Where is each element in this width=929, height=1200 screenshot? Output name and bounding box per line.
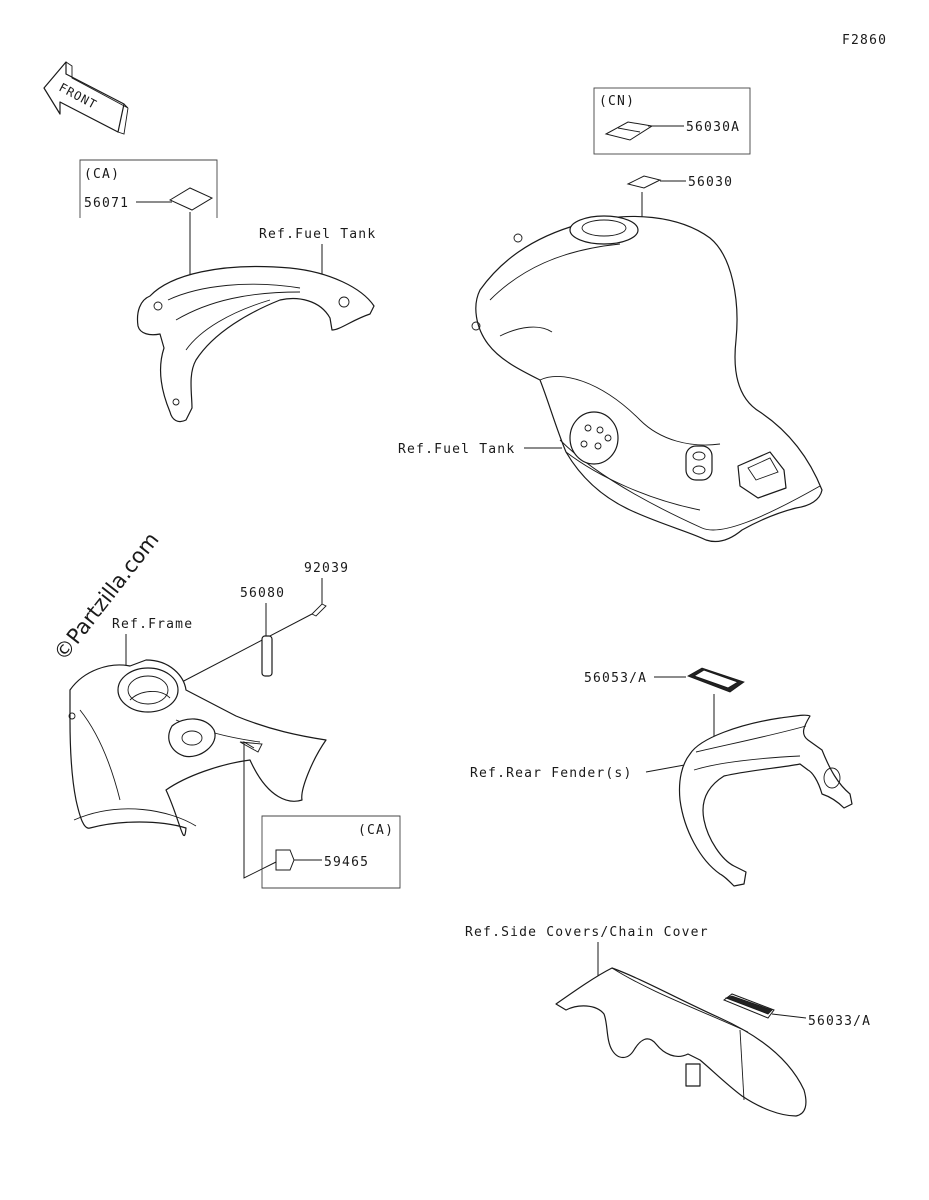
seat-cover-group: (CA) 56071 Ref.Fuel Tank: [79, 159, 376, 423]
frame-part-tag-number: 56080: [240, 586, 285, 601]
rear-fender-part-number: 56053/A: [584, 671, 647, 686]
seat-cover-callout-box: [79, 159, 218, 218]
decal-56071: [168, 187, 214, 211]
chain-cover-group: Ref.Side Covers/Chain Cover 56033/A: [465, 925, 871, 1117]
front-arrow-icon: FRONT: [43, 61, 129, 135]
frame-part-wire-number: 92039: [304, 561, 349, 576]
seat-cover-part-number: 56071: [84, 196, 129, 211]
chain-cover-part-number: 56033/A: [808, 1014, 871, 1029]
chain-cover-bracket: [685, 1063, 701, 1087]
fuel-tank-cn-part-number: 56030A: [686, 120, 740, 135]
rear-fender-group: 56053/A Ref.Rear Fender(s): [470, 667, 853, 887]
seat-cover-region-tag: (CA): [84, 167, 120, 182]
fuel-tank-part-number: 56030: [688, 175, 733, 190]
decal-59465: [275, 849, 295, 871]
fuel-tank-cn-callout-box: [593, 87, 751, 155]
fuel-tank-ref-label: Ref.Fuel Tank: [398, 442, 515, 457]
frame-group: 92039 56080 Ref.Frame (CA) 59465: [68, 561, 401, 889]
chain-cover-ref-label: Ref.Side Covers/Chain Cover: [465, 925, 709, 940]
figure-code: F2860: [842, 33, 887, 48]
tag-56080: [261, 635, 273, 677]
frame-ca-region-tag: (CA): [358, 823, 394, 838]
seat-cover-ref-label: Ref.Fuel Tank: [259, 227, 376, 242]
decal-56030a: [604, 121, 654, 141]
watermark: ©Partzilla.com: [49, 528, 164, 665]
frame-ca-callout-box: [261, 815, 401, 889]
frame-ca-part-number: 59465: [324, 855, 369, 870]
decal-56030: [626, 175, 662, 189]
fuel-tank-group: (CN) 56030A 56030 Ref.Fuel Tank: [398, 87, 823, 543]
frame-ref-label: Ref.Frame: [112, 617, 193, 632]
rear-fender-ref-label: Ref.Rear Fender(s): [470, 766, 632, 781]
fuel-tank-cn-region-tag: (CN): [599, 94, 635, 109]
